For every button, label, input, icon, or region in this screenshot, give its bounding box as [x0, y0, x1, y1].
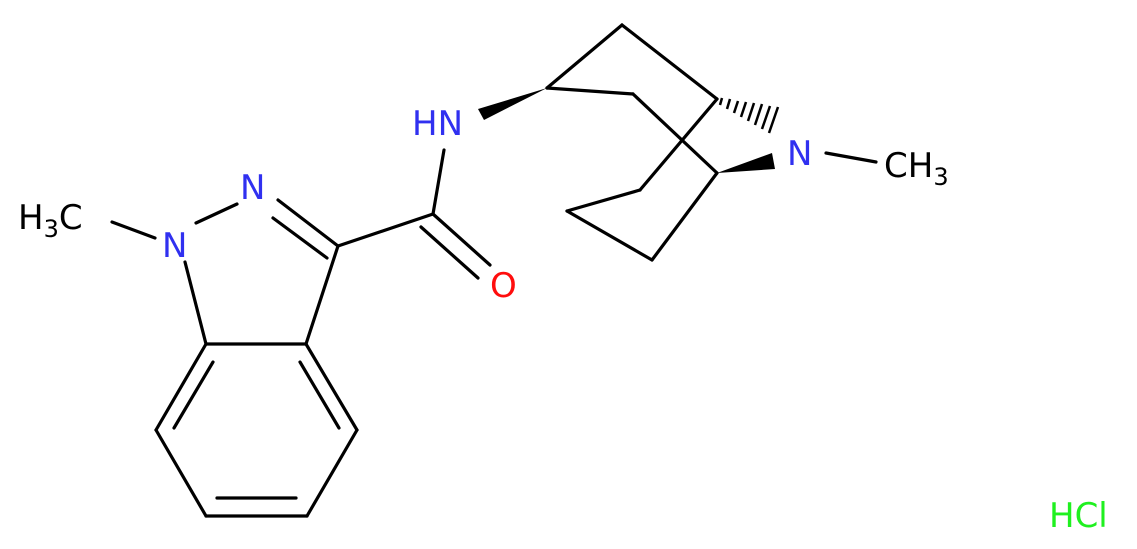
- methyl-label-right: CH3: [884, 146, 949, 191]
- bond-c3b-c4b: [545, 86, 635, 96]
- n2-label: N: [240, 168, 265, 208]
- bond-c3-carbonyl: [336, 212, 435, 248]
- bond-nb-ch3: [824, 151, 878, 164]
- bond-c7-c7a-double: [172, 360, 215, 430]
- bond-c3a-c4: [304, 342, 359, 432]
- bond-c3-c3a: [304, 244, 340, 346]
- atom-labels: H3C N N HN O N CH3 HCl: [18, 104, 1108, 536]
- bond-c-o-double: [419, 225, 480, 280]
- bond-c6-c5b: [650, 171, 719, 262]
- hcl-label: HCl: [1049, 496, 1108, 536]
- bond-c7a-n1: [183, 260, 208, 346]
- bond-c1-c8: [638, 97, 719, 192]
- bond-c3b-c2: [545, 23, 624, 90]
- bond-c4b-c5b: [631, 92, 719, 175]
- bond-c7-c7a: [154, 342, 208, 432]
- bond-n1-n2: [194, 202, 239, 225]
- bonds: [110, 23, 878, 518]
- bridge-n-label: N: [787, 134, 812, 174]
- wedge-c5b-nb: [717, 153, 775, 173]
- amide-nh-label: HN: [412, 104, 463, 144]
- bond-c2-c1: [620, 23, 719, 101]
- bond-n2-c3: [276, 198, 340, 248]
- bond-c-o: [431, 212, 492, 267]
- bond-c7-c6: [565, 209, 654, 262]
- wedge-nh-c3b: [478, 88, 547, 120]
- n1-label: N: [162, 226, 187, 266]
- bond-c8-c7: [565, 188, 642, 213]
- methyl-label-left: H3C: [18, 198, 83, 243]
- bond-h3c-n1: [110, 220, 157, 240]
- bond-c3a-c4-double: [298, 360, 341, 430]
- bond-c-nh: [431, 148, 446, 216]
- bond-c6-c7: [154, 428, 208, 518]
- bond-c4-c5: [305, 428, 359, 518]
- bond-n2-c3-double: [271, 216, 329, 260]
- hash-c1-nb: [718, 97, 780, 134]
- oxygen-label: O: [490, 266, 517, 306]
- stereo-bonds: [478, 88, 780, 173]
